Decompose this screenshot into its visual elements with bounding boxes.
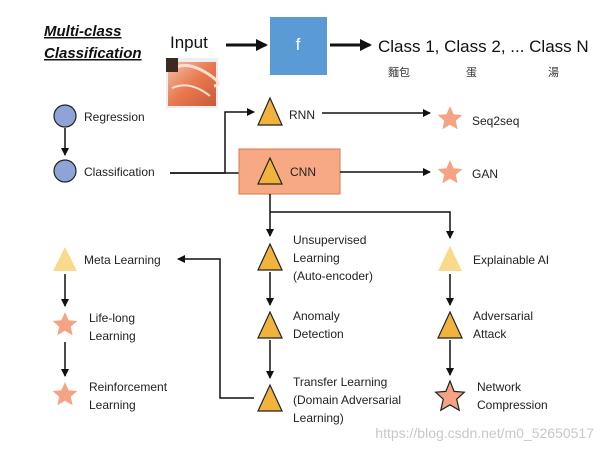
regression-circle xyxy=(53,104,77,128)
watermark: https://blog.csdn.net/m0_52650517 xyxy=(375,425,594,441)
anomaly-triangle xyxy=(257,310,283,339)
unsupervised-label-2: Learning xyxy=(293,251,340,265)
adversarial-label-2: Attack xyxy=(473,327,507,341)
transfer-label-1: Transfer Learning xyxy=(293,375,387,389)
network-label-2: Compression xyxy=(477,398,548,412)
transfer-label-2: (Domain Adversarial xyxy=(293,393,401,407)
unsupervised-label-1: Unsupervised xyxy=(293,233,366,247)
reinforcement-label-1: Reinforcement xyxy=(89,380,168,394)
seq2seq-star xyxy=(437,106,463,130)
class-example-1: 麵包 xyxy=(388,66,410,79)
cnn-box xyxy=(238,148,341,195)
explainable-label: Explainable AI xyxy=(473,253,549,267)
adversarial-triangle xyxy=(437,310,463,339)
meta-learning-triangle xyxy=(53,247,77,271)
seq2seq-label: Seq2seq xyxy=(472,114,519,128)
network-compression-star xyxy=(434,379,466,412)
lifelong-star xyxy=(52,312,78,336)
reinforcement-star xyxy=(52,382,78,406)
arrow-cnn-to-explainable xyxy=(270,211,454,239)
arrow-transfer-to-meta xyxy=(177,255,254,399)
adversarial-label-1: Adversarial xyxy=(473,309,533,323)
network-label-1: Network xyxy=(477,380,522,394)
class-example-3: 湯 xyxy=(548,66,559,79)
regression-label: Regression xyxy=(84,110,145,124)
explainable-triangle xyxy=(438,246,462,271)
unsupervised-triangle xyxy=(257,242,283,271)
lifelong-label-1: Life-long xyxy=(89,311,135,325)
f-label: f xyxy=(296,35,301,54)
rnn-triangle xyxy=(257,96,283,126)
transfer-label-3: Learning) xyxy=(293,411,344,425)
meta-learning-label: Meta Learning xyxy=(84,253,161,267)
classification-circle xyxy=(53,159,77,183)
gan-star xyxy=(437,160,463,184)
title-line-1: Multi-class xyxy=(44,23,122,40)
output-label: Class 1, Class 2, ... Class N xyxy=(378,37,589,56)
lifelong-label-2: Learning xyxy=(89,329,136,343)
anomaly-label-1: Anomaly xyxy=(293,309,340,323)
title-line-2: Classification xyxy=(44,45,142,62)
reinforcement-label-2: Learning xyxy=(89,398,136,412)
class-example-2: 蛋 xyxy=(466,66,477,79)
f-box xyxy=(270,17,327,75)
input-label: Input xyxy=(170,33,208,52)
input-image xyxy=(166,58,220,108)
cnn-triangle xyxy=(257,156,283,185)
anomaly-label-2: Detection xyxy=(293,327,344,341)
gan-label: GAN xyxy=(472,167,498,181)
transfer-triangle xyxy=(257,383,283,412)
unsupervised-label-3: (Auto-encoder) xyxy=(293,269,373,283)
cnn-label: CNN xyxy=(290,165,316,179)
rnn-label: RNN xyxy=(289,108,315,122)
classification-label: Classification xyxy=(84,165,155,179)
